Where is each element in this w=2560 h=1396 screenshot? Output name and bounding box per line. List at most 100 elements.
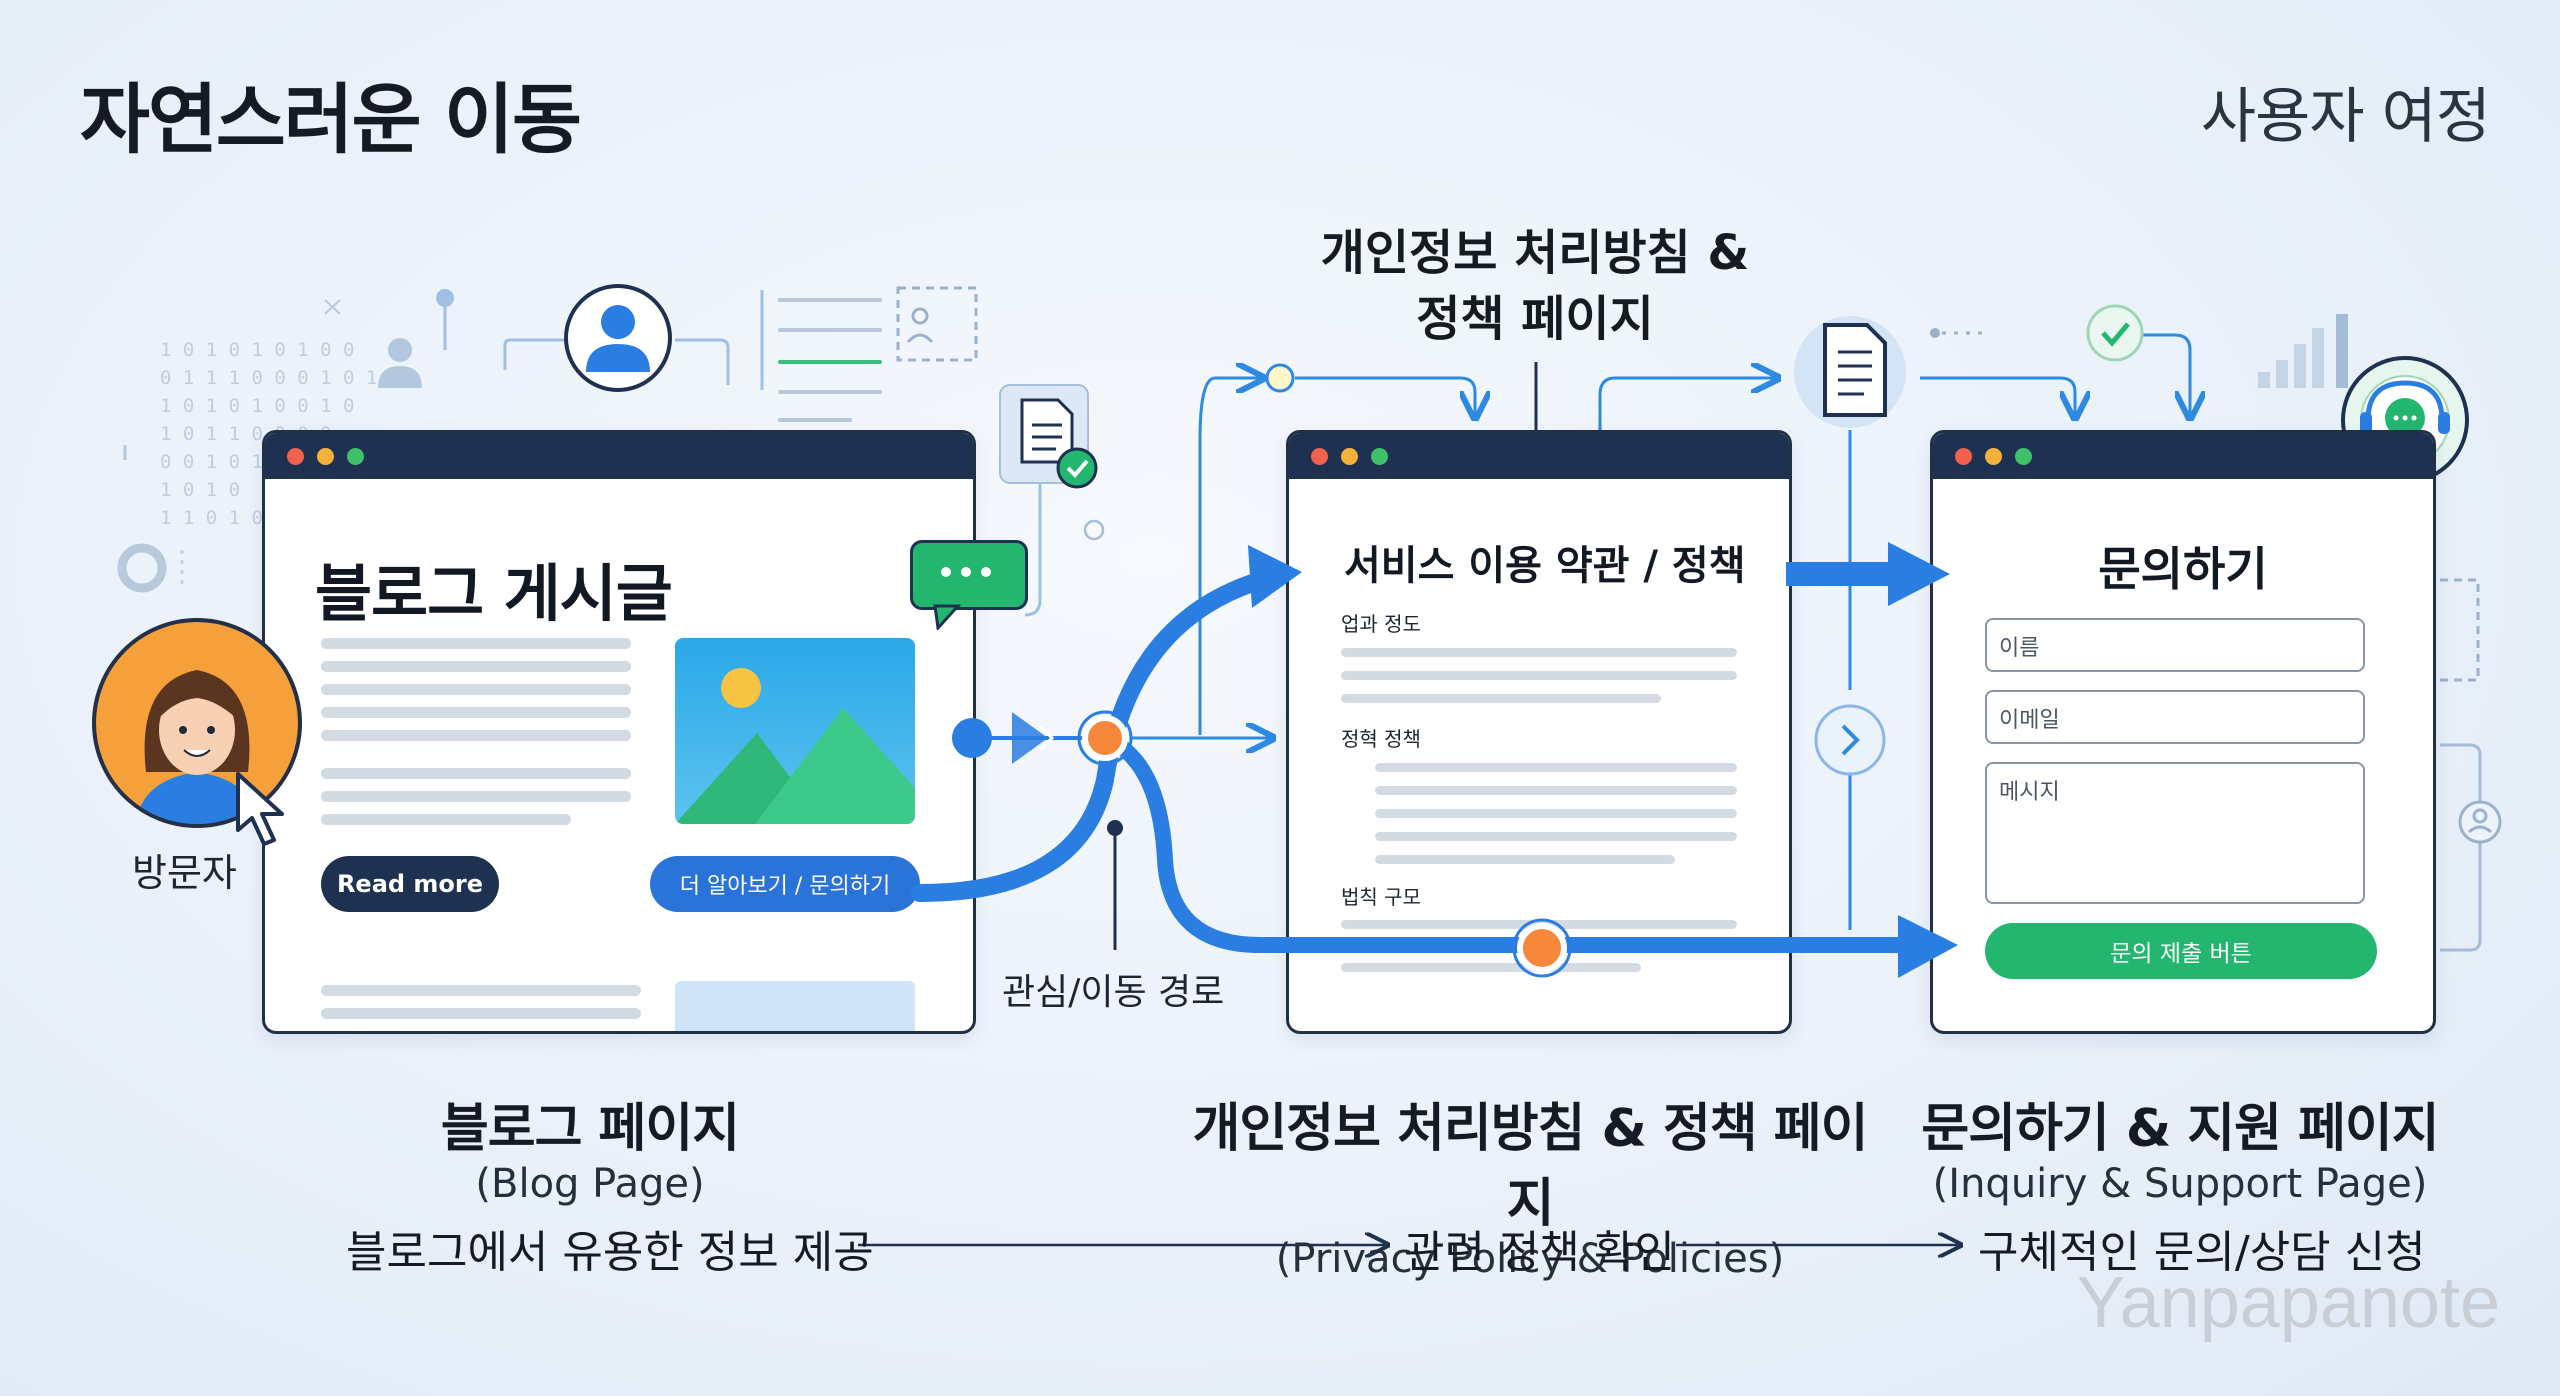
maximize-dot xyxy=(1371,448,1388,465)
submit-inquiry-button[interactable]: 문의 제출 버튼 xyxy=(1985,923,2377,979)
inquiry-title: 문의하기 xyxy=(2098,542,2268,596)
text-line xyxy=(321,661,631,672)
text-line xyxy=(321,638,631,649)
profile-card-outline xyxy=(896,286,978,362)
text-line xyxy=(321,814,571,825)
text-line xyxy=(321,707,631,718)
binary-row: 0 0 1 0 1 0 xyxy=(160,451,286,473)
woman-avatar-icon xyxy=(136,670,258,824)
text-line xyxy=(321,768,631,779)
caption-desc: 관련 정책 확인 xyxy=(1404,1227,1675,1278)
policy-window: 서비스 이용 약관 / 정책 업과 정도 정혁 정책 법칙 구모 xyxy=(1286,430,1792,1034)
visitor-avatar xyxy=(92,618,302,828)
interest-path-label: 관심/이동 경로 xyxy=(1002,972,1225,1013)
message-field[interactable]: 메시지 xyxy=(1985,762,2365,904)
landscape-image-icon xyxy=(675,668,915,824)
image-placeholder xyxy=(675,981,915,1031)
image-placeholder xyxy=(675,638,915,824)
bar-chart-icon xyxy=(2258,314,2348,388)
text-line xyxy=(1341,648,1737,657)
document-icon xyxy=(1794,316,1906,428)
close-dot xyxy=(287,448,304,465)
text-line xyxy=(321,791,631,802)
mouse-cursor-icon xyxy=(236,772,284,846)
name-field[interactable]: 이름 xyxy=(1985,618,2365,672)
text-line xyxy=(1341,671,1737,680)
caption-inquiry: 문의하기 & 지원 페이지 (Inquiry & Support Page) xyxy=(1920,1086,2440,1207)
caption-blog: 블로그 페이지 (Blog Page) xyxy=(300,1086,880,1207)
binary-row: 1 0 1 0 1 0 0 1 0 xyxy=(160,395,354,417)
window-titlebar xyxy=(265,433,973,479)
person-circle-icon xyxy=(2458,800,2502,844)
binary-row: 1 0 1 0 1 0 1 0 0 xyxy=(160,339,354,361)
document-check-icon xyxy=(999,384,1098,489)
policy-title: 서비스 이용 약관 / 정책 xyxy=(1344,543,1746,589)
text-line xyxy=(321,730,631,741)
text-line xyxy=(321,684,631,695)
text-line xyxy=(1375,786,1737,795)
text-line xyxy=(1375,832,1737,841)
user-avatar-icon xyxy=(564,284,672,392)
text-line xyxy=(321,985,641,996)
window-titlebar xyxy=(1289,433,1789,479)
read-more-button[interactable]: Read more xyxy=(321,856,499,912)
inquiry-window: 문의하기 이름 이메일 메시지 문의 제출 버튼 xyxy=(1930,430,2436,1034)
watermark: Yanpapanote xyxy=(2076,1263,2500,1343)
caption-subtitle: (Privacy Policy & Policies) xyxy=(1275,1236,1785,1282)
text-line xyxy=(1375,855,1675,864)
caption-title: 블로그 페이지 xyxy=(440,1099,740,1159)
network-decoration xyxy=(443,290,1042,617)
ring-icon xyxy=(117,543,167,593)
learn-more-inquiry-button[interactable]: 더 알아보기 / 문의하기 xyxy=(650,856,920,912)
binary-row: 1 0 1 0 xyxy=(160,479,240,501)
node-dot xyxy=(436,289,454,307)
text-line xyxy=(1375,763,1737,772)
text-line xyxy=(321,1008,641,1019)
email-field[interactable]: 이메일 xyxy=(1985,690,2365,744)
text-line xyxy=(1341,963,1641,972)
visitor-label: 방문자 xyxy=(132,851,237,895)
caption-policy: 개인정보 처리방침 & 정책 페이지 (Privacy Policy & Pol… xyxy=(1170,1086,1890,1282)
caption-title: 문의하기 & 지원 페이지 xyxy=(1921,1099,2439,1159)
page-title: 자연스러운 이동 xyxy=(80,75,582,164)
minimize-dot xyxy=(317,448,334,465)
close-dot xyxy=(1311,448,1328,465)
minimize-dot xyxy=(1341,448,1358,465)
list-lines-decoration xyxy=(778,298,882,422)
path-node xyxy=(1082,715,1128,761)
next-chevron-icon xyxy=(1814,704,1886,776)
window-titlebar xyxy=(1933,433,2433,479)
caption-desc: 블로그에서 유용한 정보 제공 xyxy=(346,1227,874,1278)
journey-label: 사용자 여정 xyxy=(2200,82,2491,152)
person-outline-icon xyxy=(378,338,422,388)
policy-section-heading: 정혁 정책 xyxy=(1341,727,1421,751)
binary-decoration: 1 0 1 0 1 0 1 0 0 0 1 1 1 0 0 0 1 0 1 1 … xyxy=(160,339,377,529)
text-line xyxy=(1375,809,1737,818)
chat-bubble-icon xyxy=(910,540,1028,630)
policy-section-heading: 법칙 구모 xyxy=(1341,885,1421,909)
caption-desc: 구체적인 문의/상담 신청 xyxy=(1978,1227,2426,1278)
path-node xyxy=(1517,923,1567,973)
blog-post-title: 블로그 게시글 xyxy=(315,557,673,630)
caption-subtitle: (Blog Page) xyxy=(475,1161,705,1207)
check-circle-icon xyxy=(2086,304,2144,362)
policy-top-label-line1: 개인정보 처리방침 & xyxy=(1320,225,1750,281)
flow-arrow-to-policy xyxy=(911,566,1289,902)
blog-window: 블로그 게시글 Read more 더 알아보기 / 문의하기 xyxy=(262,430,976,1034)
caption-subtitle: (Inquiry & Support Page) xyxy=(1932,1161,2428,1207)
maximize-dot xyxy=(347,448,364,465)
minimize-dot xyxy=(1985,448,2002,465)
flow-arrow-to-inquiry xyxy=(1101,730,1910,953)
text-line xyxy=(1341,694,1661,703)
policy-section-heading: 업과 정도 xyxy=(1341,612,1421,636)
caption-title: 개인정보 처리방침 & 정책 페이지 xyxy=(1192,1099,1869,1234)
close-dot xyxy=(1955,448,1972,465)
maximize-dot xyxy=(2015,448,2032,465)
chat-dots xyxy=(933,567,991,630)
policy-top-label-line2: 정책 페이지 xyxy=(1416,291,1654,347)
binary-row: 0 1 1 1 0 0 0 1 0 1 xyxy=(160,367,377,389)
binary-row: 1 1 0 1 0 xyxy=(160,507,263,529)
policy-top-label: 개인정보 처리방침 & 정책 페이지 xyxy=(1260,220,1810,352)
